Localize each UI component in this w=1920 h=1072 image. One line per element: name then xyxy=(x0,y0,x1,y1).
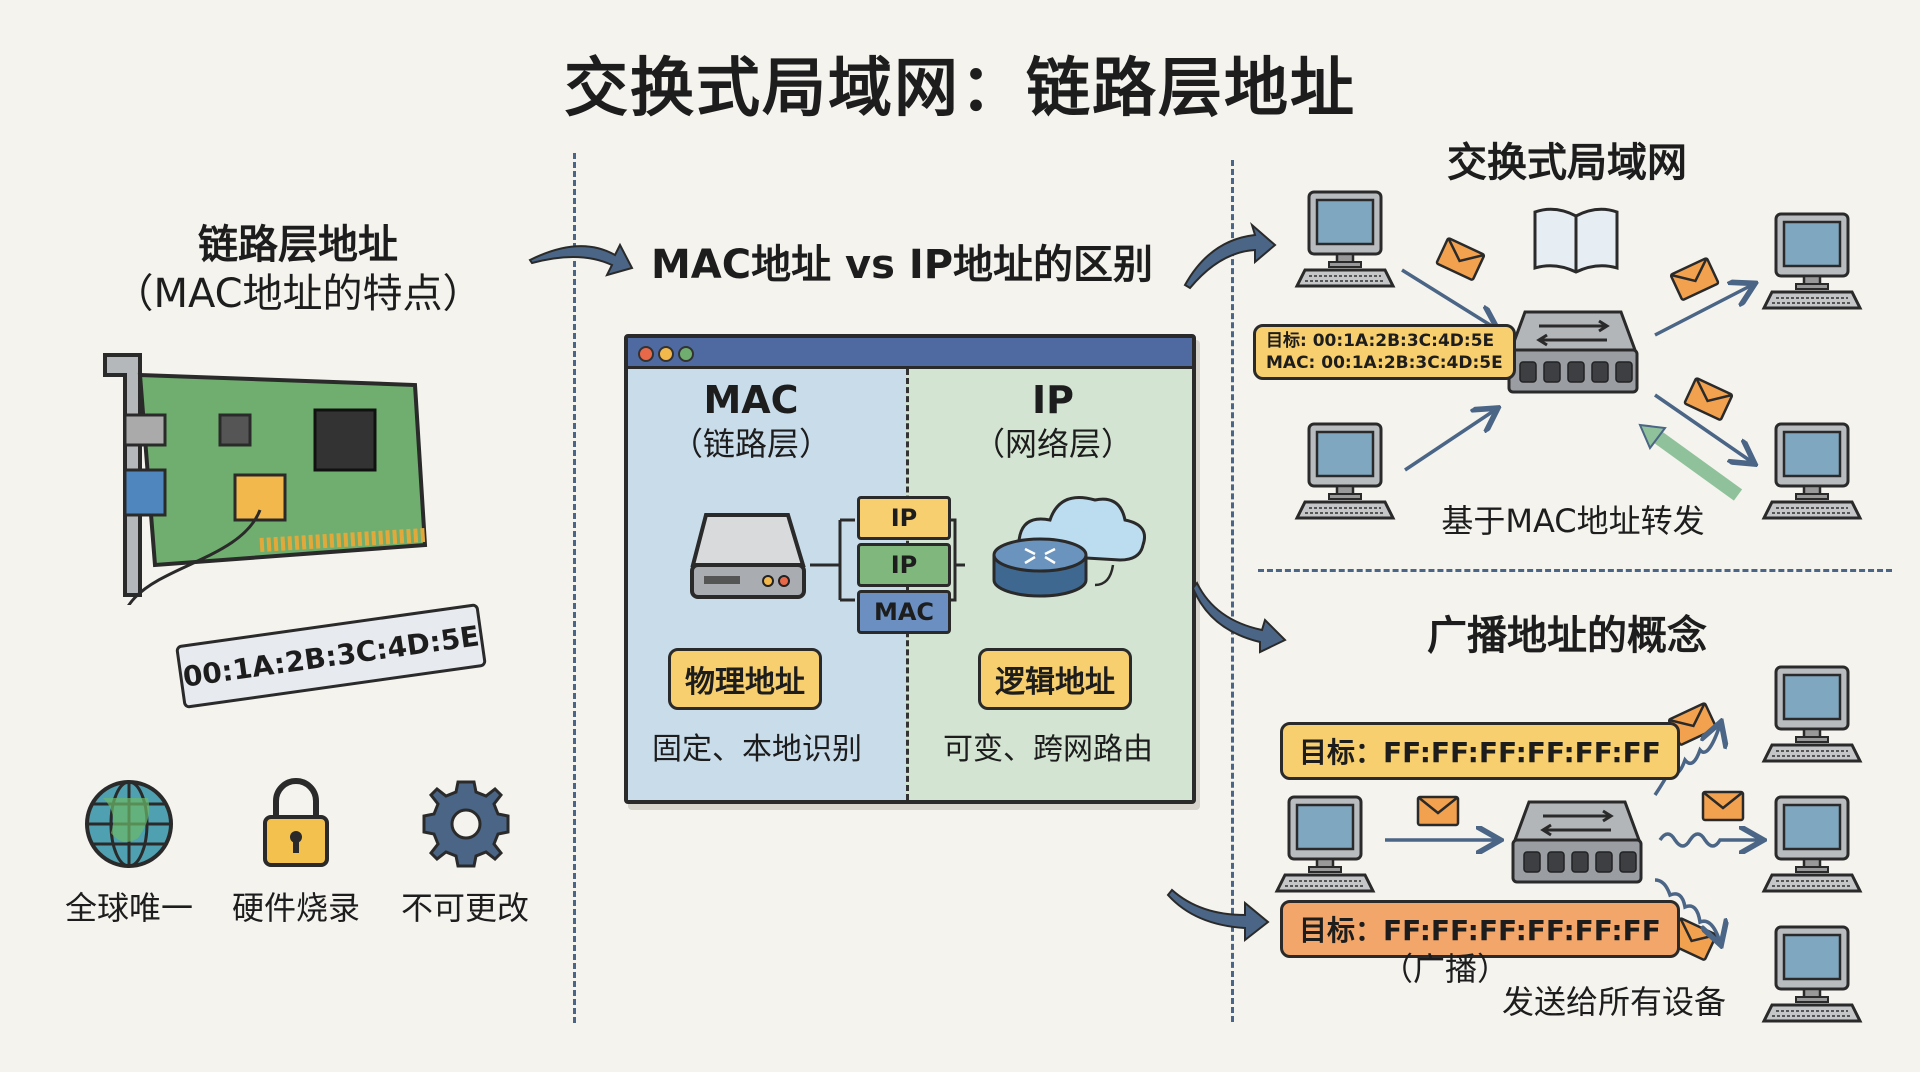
mac-title: MAC xyxy=(703,378,799,422)
connector-lines xyxy=(810,518,965,602)
network-device-icon xyxy=(690,513,806,599)
mac-address-text: 00:1A:2B:3C:4D:5E xyxy=(180,618,482,694)
broadcast-caption: 发送给所有设备 xyxy=(1501,983,1727,1021)
mac-layer: （链路层） xyxy=(670,425,832,463)
switch-icon xyxy=(1511,800,1643,884)
logical-address-bubble: 逻辑地址 xyxy=(978,648,1132,710)
feature-label: 全球唯一 xyxy=(64,889,194,927)
page-title: 交换式局域网：链路层地址 xyxy=(564,52,1356,126)
computer-icon xyxy=(1295,422,1395,520)
broadcast-target-bubble-orange: 目标：FF:FF:FF:FF:FF:FF xyxy=(1280,900,1680,958)
divider xyxy=(1231,160,1234,1022)
ip-title: IP xyxy=(1032,378,1074,422)
divider xyxy=(1258,569,1892,572)
stack-layer: MAC xyxy=(857,590,951,634)
network-card-icon xyxy=(103,353,428,605)
computer-icon xyxy=(1762,795,1862,893)
window-maximize-dot xyxy=(678,346,694,362)
broadcast-target-bubble: 目标：FF:FF:FF:FF:FF:FF xyxy=(1280,722,1680,780)
switched-lan-heading: 交换式局域网 xyxy=(1447,140,1687,186)
stack-layer: IP xyxy=(857,543,951,587)
switched-lan-caption: 基于MAC地址转发 xyxy=(1441,502,1705,540)
window-minimize-dot xyxy=(658,346,674,362)
computer-icon xyxy=(1762,422,1862,520)
left-subheading: （MAC地址的特点） xyxy=(113,271,483,317)
physical-address-bubble: 物理地址 xyxy=(668,648,822,710)
frame-mac: MAC: 00:1A:2B:3C:4D:5E xyxy=(1266,353,1503,373)
computer-icon xyxy=(1762,925,1862,1023)
feature-label: 不可更改 xyxy=(400,889,530,927)
switch-icon xyxy=(1507,310,1639,394)
ip-layer: （网络层） xyxy=(972,425,1134,463)
window-close-dot xyxy=(638,346,654,362)
globe-icon xyxy=(85,780,173,868)
broadcast-heading: 广播地址的概念 xyxy=(1427,613,1707,659)
middle-heading: MAC地址 vs IP地址的区别 xyxy=(650,242,1154,288)
window-title-bar xyxy=(628,338,1192,369)
ip-description: 可变、跨网路由 xyxy=(943,732,1153,767)
left-heading: 链路层地址 xyxy=(198,222,398,268)
computer-icon xyxy=(1762,665,1862,763)
gear-icon xyxy=(422,780,510,868)
frame-address-label: 目标: 00:1A:2B:3C:4D:5E MAC: 00:1A:2B:3C:4… xyxy=(1253,324,1516,380)
router-cloud-icon xyxy=(992,496,1146,598)
frame-destination: 目标: 00:1A:2B:3C:4D:5E xyxy=(1266,331,1495,351)
protocol-stack: IP IP MAC xyxy=(857,496,951,637)
computer-icon xyxy=(1275,795,1375,893)
computer-icon xyxy=(1762,212,1862,310)
broadcast-note: （广播） xyxy=(1380,950,1510,988)
lock-icon xyxy=(263,778,329,867)
mac-description: 固定、本地识别 xyxy=(652,732,862,767)
mac-address-tag: 00:1A:2B:3C:4D:5E xyxy=(175,603,487,709)
stack-layer: IP xyxy=(857,496,951,540)
computer-icon xyxy=(1295,190,1395,288)
feature-label: 硬件烧录 xyxy=(231,889,361,927)
book-icon xyxy=(1533,207,1619,274)
divider xyxy=(573,153,576,1023)
